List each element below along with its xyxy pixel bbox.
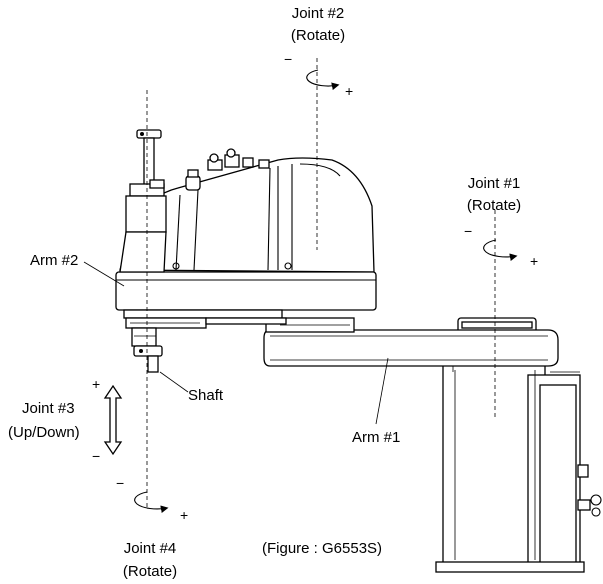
joint1-annotation: Joint #1 (Rotate) − + xyxy=(464,175,538,269)
arm2-body xyxy=(115,271,377,329)
arm2-annotation: Arm #2 xyxy=(30,252,125,287)
arm1-leader xyxy=(375,357,389,425)
arm1-link xyxy=(263,317,559,367)
joint2-rotation-arrow xyxy=(306,69,340,91)
joint2-plus-sign: + xyxy=(345,83,353,99)
arm1-annotation: Arm #1 xyxy=(352,357,400,446)
shaft-annotation: Shaft xyxy=(159,371,224,404)
shaft-lower xyxy=(131,327,163,373)
joint4-rotation-arrow xyxy=(134,491,169,513)
joint3-updown-arrow xyxy=(103,384,123,456)
joint2-motion: (Rotate) xyxy=(291,27,345,44)
joint2-annotation: Joint #2 (Rotate) − + xyxy=(284,5,353,99)
joint4-motion: (Rotate) xyxy=(123,563,177,580)
joint1-title: Joint #1 xyxy=(468,175,521,192)
joint2-title: Joint #2 xyxy=(292,5,345,22)
joint3-annotation: Joint #3 (Up/Down) + − xyxy=(8,376,123,464)
joint1-minus-sign: − xyxy=(464,223,472,239)
shaft-leader xyxy=(159,371,189,393)
shaft-label: Shaft xyxy=(188,387,224,404)
joint4-plus-sign: + xyxy=(180,507,188,523)
joint3-title: Joint #3 xyxy=(22,400,75,417)
joint4-minus-sign: − xyxy=(116,475,124,491)
robot-base xyxy=(435,357,602,573)
joint3-minus-sign: − xyxy=(92,448,100,464)
joint1-motion: (Rotate) xyxy=(467,197,521,214)
joint2-minus-sign: − xyxy=(284,51,292,67)
figure-caption: (Figure : G6553S) xyxy=(262,540,382,557)
arm2-leader xyxy=(83,261,125,287)
robot-illustration xyxy=(115,129,602,573)
joint3-motion: (Up/Down) xyxy=(8,424,80,441)
shaft-upper xyxy=(119,129,167,273)
arm2-label: Arm #2 xyxy=(30,252,78,269)
joint4-title: Joint #4 xyxy=(124,540,177,557)
joint1-rotation-arrow xyxy=(483,239,518,261)
arm2-cover xyxy=(119,148,375,273)
arm1-label: Arm #1 xyxy=(352,429,400,446)
joint4-annotation: − + Joint #4 (Rotate) xyxy=(116,475,188,580)
joint3-plus-sign: + xyxy=(92,376,100,392)
joint1-plus-sign: + xyxy=(530,253,538,269)
